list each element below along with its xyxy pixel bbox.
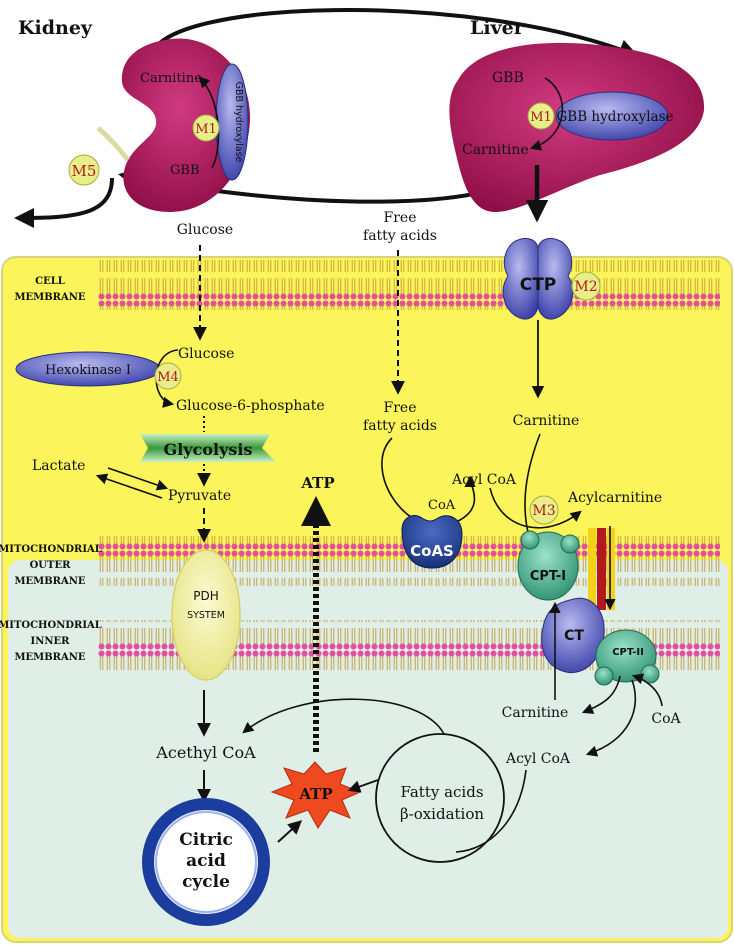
kidney-carnitine-label: Carnitine (140, 71, 202, 86)
betaox-to-acetylcoa-arrow (242, 698, 445, 735)
liver-label: Liver (470, 17, 525, 39)
inner-membrane-label-1: MITOCHONDRIAL (0, 620, 102, 631)
acyl-coa-label: Acyl CoA (451, 472, 517, 488)
kidney-organ (121, 38, 251, 212)
pyruvate-to-lactate-arrow (95, 473, 163, 499)
kidney-gbb-label: GBB (170, 163, 200, 178)
coa-label: CoA (428, 498, 456, 513)
kidney-label: Kidney (18, 17, 93, 39)
outer-membrane-label-2: OUTER (30, 560, 71, 571)
ct-translocase (541, 597, 605, 674)
coas-enzyme (401, 515, 463, 569)
svg-text:M1: M1 (195, 122, 217, 137)
mito-carnitine-label: Carnitine (502, 705, 569, 721)
svg-text:M5: M5 (72, 162, 97, 180)
cpt2-to-acylcoa-arrow (585, 679, 637, 757)
gbb-hydroxylase-kidney-label: GBB hydroxylase (233, 82, 244, 163)
glycolysis-banner (140, 434, 276, 462)
acylcarnitine-label: Acylcarnitine (567, 490, 662, 506)
ffa-outside-label-2: fatty acids (363, 228, 437, 244)
carnitine-channel-yellow-right (607, 528, 615, 610)
ffa-inside-label-2: fatty acids (363, 418, 437, 434)
cell-membrane-label-1: CELL (35, 276, 65, 287)
marker-m1-kidney: M1 (192, 114, 220, 142)
urinary-excretion-arrow (14, 177, 114, 228)
atp-top-label: ATP (300, 474, 334, 492)
marker-m1-liver: M1 (527, 102, 555, 130)
hexokinase-label: Hexokinase I (45, 363, 131, 378)
cpt1-enzyme (517, 530, 580, 601)
cpt2-to-carnitine-arrow (581, 675, 621, 714)
mito-coa-label: CoA (651, 711, 681, 727)
cpt2-label: CPT-II (612, 647, 644, 658)
cell-membrane (98, 260, 720, 310)
cpt2-enzyme (594, 629, 660, 686)
acylcoa-to-acylcarnitine-arrow (489, 487, 582, 529)
citric-acid-cycle-inner (155, 811, 257, 913)
mitochondria-matrix (8, 560, 728, 938)
outer-membrane-label-3: MEMBRANE (14, 576, 85, 587)
carnitine-channel-red (597, 528, 606, 610)
citric-to-atp-arrow (277, 820, 303, 843)
glucose-outside-label: Glucose (177, 222, 233, 238)
pdh-system-label: SYSTEM (187, 610, 225, 621)
mito-acyl-coa-label: Acyl CoA (505, 751, 571, 767)
glucose-6-phosphate-label: Glucose-6-phosphate (176, 398, 325, 414)
ct-label: CT (564, 628, 584, 644)
betaox-to-atp-arrow (347, 779, 379, 793)
cpt1-label: CPT-I (530, 569, 566, 584)
acid-label: acid (186, 851, 226, 871)
ffa-outside-label-1: Free (384, 210, 417, 226)
fatty-acids-oxidation-label-2: β-oxidation (400, 805, 484, 823)
glucose-inside-label: Glucose (178, 346, 234, 362)
inner-membrane-label-3: MEMBRANE (14, 652, 85, 663)
lactate-to-pyruvate-arrow (107, 467, 169, 491)
svg-text:M4: M4 (157, 370, 179, 385)
glycolysis-label: Glycolysis (164, 440, 253, 459)
liver-carnitine-label: Carnitine (462, 142, 529, 158)
atp-burst (270, 761, 362, 829)
liver-gbb-to-carnitine-arrow (529, 77, 564, 151)
ctp-label: CTP (520, 275, 557, 295)
svg-text:M3: M3 (532, 503, 555, 519)
acetyl-coa-label: Acethyl CoA (155, 743, 256, 762)
carnitine-channel-yellow-left (588, 528, 596, 610)
ffa-inside-label-1: Free (384, 400, 417, 416)
svg-text:M2: M2 (574, 279, 597, 295)
beta-oxidation-circle (375, 733, 505, 863)
coas-label: CoAS (410, 542, 454, 560)
ctp-transporter (502, 237, 574, 320)
marker-m2: M2 (571, 271, 601, 301)
marker-m5: M5 (68, 154, 100, 186)
pdh-system (171, 549, 241, 681)
inner-membrane-label-2: INNER (31, 636, 71, 647)
kidney-to-liver-arrow (150, 8, 639, 59)
svg-text:M1: M1 (530, 110, 552, 125)
outer-membrane-label-1: MITOCHONDRIAL (0, 544, 102, 555)
marker-m4: M4 (154, 362, 182, 390)
liver-gbb-label: GBB (492, 70, 524, 86)
lactate-label: Lactate (32, 458, 85, 474)
ureter (96, 126, 130, 162)
atp-burst-label: ATP (298, 785, 332, 803)
marker-m3: M3 (529, 495, 559, 525)
coa-to-cpt2-arrow (631, 673, 663, 707)
gbb-hydroxylase-liver-label: GBB hydroxylase (557, 109, 674, 125)
gbb-hydroxylase-liver (555, 91, 669, 141)
fatty-acids-oxidation-label-1: Fatty acids (400, 783, 483, 801)
acylcoa-to-betaox-arrow (455, 769, 527, 853)
pdh-label: PDH (193, 589, 219, 603)
pyruvate-label: Pyruvate (168, 488, 231, 504)
cell-carnitine-label: Carnitine (513, 413, 580, 429)
cycle-label: cycle (182, 872, 230, 892)
citric-label: Citric (179, 830, 233, 850)
cell-membrane-label-2: MEMBRANE (14, 292, 85, 303)
